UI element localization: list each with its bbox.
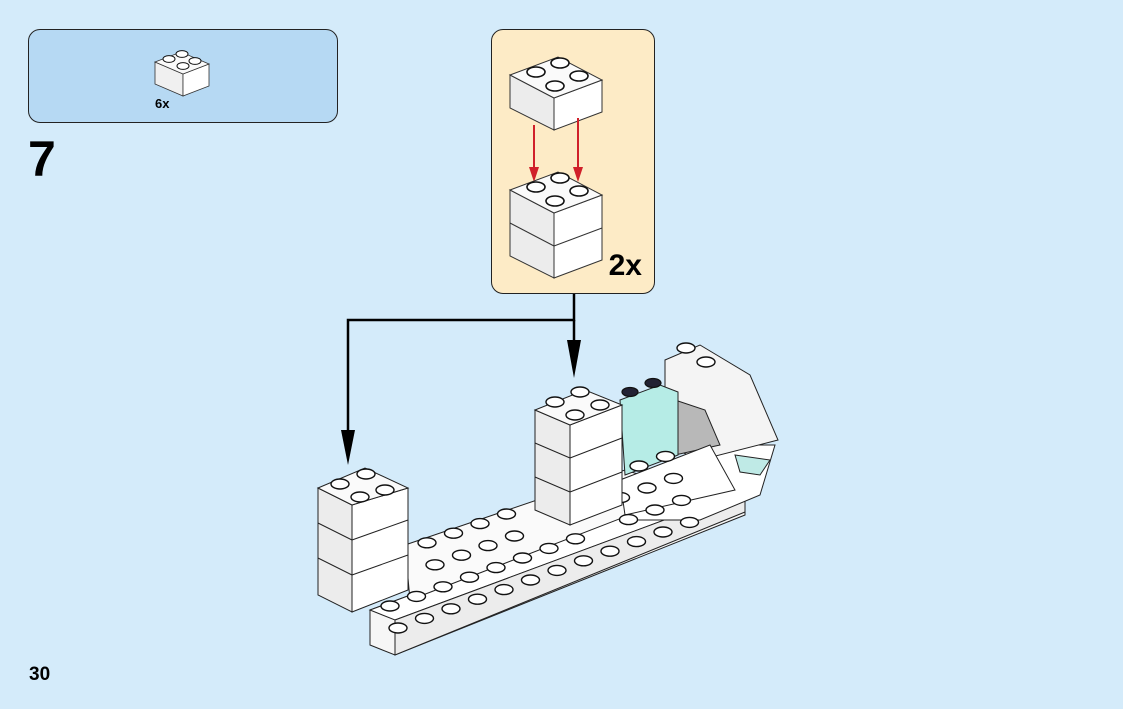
hull-stud bbox=[406, 590, 427, 603]
hull-stud bbox=[653, 526, 673, 538]
hull-stud bbox=[663, 472, 684, 485]
hull-stud bbox=[565, 533, 586, 545]
hull-stud bbox=[504, 530, 525, 542]
hull-stud bbox=[414, 612, 435, 625]
sub-assembly-multiplier: 2x bbox=[608, 249, 642, 282]
hull-stud bbox=[512, 552, 533, 564]
hull-stud bbox=[679, 516, 700, 529]
arrow-down-icon bbox=[341, 430, 355, 465]
sub-assembly-callout: 2x bbox=[491, 29, 655, 294]
hull-stud bbox=[441, 603, 461, 615]
sub-assembly-illustration bbox=[508, 56, 604, 279]
part-quantity: 6x bbox=[155, 96, 170, 111]
hull-stud bbox=[520, 574, 541, 586]
hull-stud bbox=[573, 555, 594, 567]
hull-stud bbox=[425, 559, 445, 571]
hull-stud bbox=[467, 593, 488, 605]
hull-stud bbox=[433, 581, 453, 593]
hull-stud bbox=[494, 583, 514, 596]
center-brick-tower bbox=[533, 386, 624, 526]
parts-list-panel: 6x bbox=[28, 29, 338, 123]
hull-stud bbox=[496, 508, 517, 520]
hull-stud bbox=[629, 460, 649, 472]
hull-stud bbox=[637, 482, 657, 494]
hull-stud bbox=[655, 450, 676, 463]
hull-stud bbox=[600, 545, 620, 557]
red-arrow-icon bbox=[529, 118, 583, 182]
hull-stud bbox=[417, 537, 437, 549]
hull-stud bbox=[380, 600, 400, 612]
page-number: 30 bbox=[29, 664, 51, 685]
hull-stud bbox=[539, 542, 559, 555]
bottom-brick-stack bbox=[508, 171, 604, 279]
stern-brick-tower bbox=[316, 467, 410, 613]
top-brick bbox=[508, 56, 604, 131]
hull-stud bbox=[618, 513, 639, 526]
hull-stud bbox=[388, 622, 408, 634]
arrow-down-icon bbox=[567, 340, 581, 378]
hull-stud bbox=[486, 561, 506, 574]
hull-stud bbox=[459, 571, 480, 583]
hull-stud bbox=[645, 504, 665, 516]
hull-stud bbox=[443, 527, 464, 539]
step-number: 7 bbox=[28, 131, 56, 187]
hull-stud bbox=[671, 494, 692, 507]
hull-stud bbox=[547, 564, 567, 577]
hull-stud bbox=[626, 535, 647, 548]
hull-stud bbox=[478, 539, 498, 552]
hull-stud bbox=[470, 517, 490, 530]
brick-2x2-icon bbox=[153, 50, 211, 97]
hull-stud bbox=[451, 549, 472, 561]
